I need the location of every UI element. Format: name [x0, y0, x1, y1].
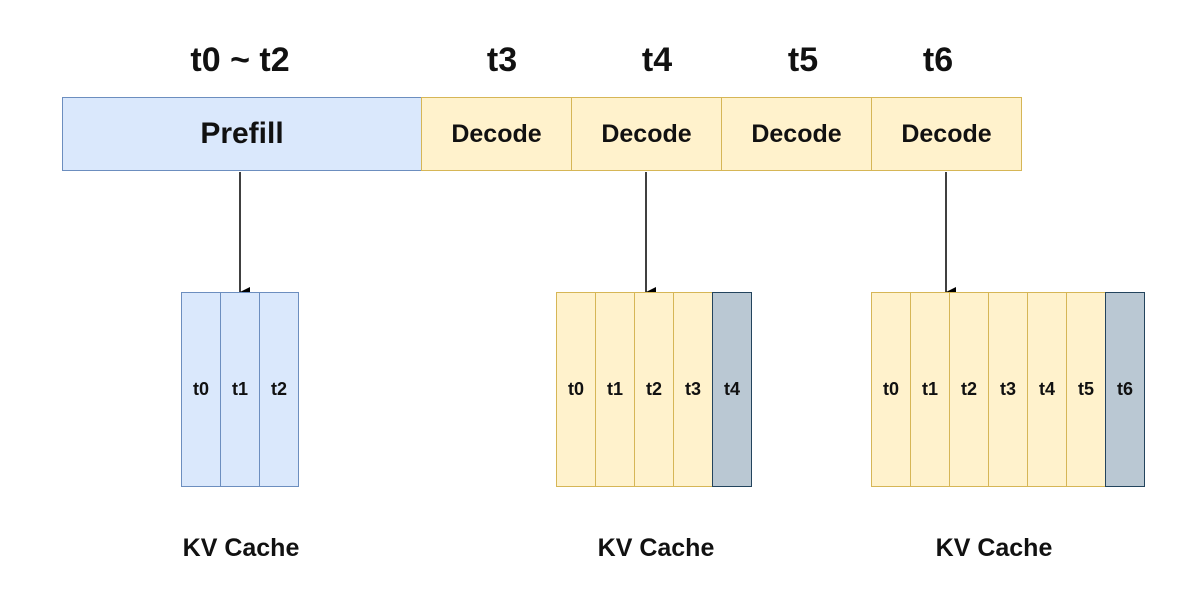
- prefill-stage: Prefill: [62, 97, 422, 171]
- kv-cache-cell-t4: t4: [1027, 292, 1067, 487]
- kv-cache-cell-t2: t2: [259, 292, 299, 487]
- kv-cache-cell-t3: t3: [673, 292, 713, 487]
- kv-cache-cell-t1: t1: [220, 292, 260, 487]
- kv-cache-cell-t5: t5: [1066, 292, 1106, 487]
- decode-stage-t6: Decode: [871, 97, 1022, 171]
- decode-stage-t3: Decode: [421, 97, 572, 171]
- kv-cache-cell-t0: t0: [556, 292, 596, 487]
- kv-cache-label-prefill: KV Cache: [182, 534, 300, 562]
- time-label-t3: t3: [486, 41, 518, 79]
- kv-cache-cell-t1: t1: [595, 292, 635, 487]
- kv-cache-cell-t0: t0: [871, 292, 911, 487]
- time-label-t6: t6: [922, 41, 954, 79]
- kv-cache-cell-t0: t0: [181, 292, 221, 487]
- time-label-t5: t5: [787, 41, 819, 79]
- kv-cache-cell-t2: t2: [634, 292, 674, 487]
- kv-cache-cell-t4: t4: [712, 292, 752, 487]
- kv-cache-cell-t1: t1: [910, 292, 950, 487]
- kv-cache-cell-t6: t6: [1105, 292, 1145, 487]
- kv-cache-cell-t2: t2: [949, 292, 989, 487]
- decode-stage-t4: Decode: [571, 97, 722, 171]
- time-label-t4: t4: [641, 41, 673, 79]
- kv-cache-cell-t3: t3: [988, 292, 1028, 487]
- kv-cache-label-t6: KV Cache: [935, 534, 1053, 562]
- time-label-t0-t2: t0 ~ t2: [190, 41, 290, 79]
- decode-stage-t5: Decode: [721, 97, 872, 171]
- kv-cache-label-t4: KV Cache: [597, 534, 715, 562]
